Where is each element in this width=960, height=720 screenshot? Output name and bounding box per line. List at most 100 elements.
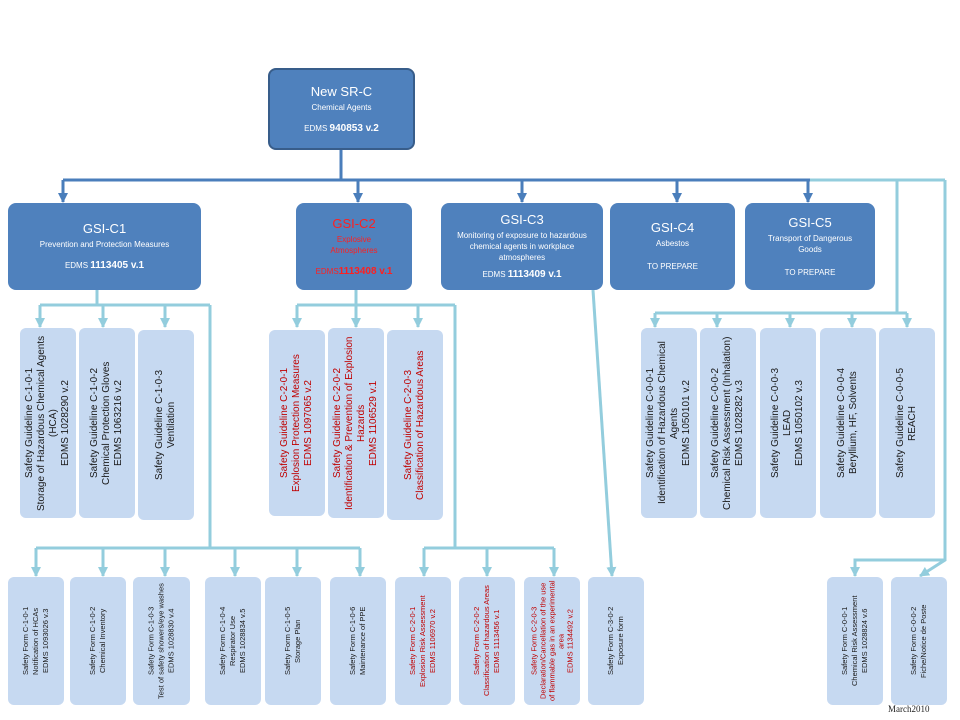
gsi-desc: Asbestos	[656, 239, 689, 248]
guideline-edms: EDMS 1063216 v.2	[113, 380, 124, 466]
gsi-c3-node: GSI-C3 Monitoring of exposure to hazardo…	[441, 203, 603, 290]
edms-label: EDMS	[304, 123, 330, 133]
form-edms: EDMS 1028834 v.5	[238, 608, 247, 674]
form-c-2-0-2: Safety Form C-2-0-2 Classification of ha…	[459, 577, 515, 705]
guideline-edms: EDMS 1097065 v.2	[303, 380, 314, 466]
gsi-desc: Transport of Dangerous Goods	[767, 233, 853, 254]
edms-value: 1113408 v.1	[338, 265, 393, 277]
guideline-c-0-0-1: Safety Guideline C-0-0-1 Identification …	[641, 328, 697, 518]
guideline-name: Classification of Hazardous Areas	[415, 350, 426, 500]
form-edms: EDMS 1113456 v.1	[492, 609, 501, 673]
guideline-c-0-0-5: Safety Guideline C-0-0-5 REACH	[879, 328, 935, 518]
gsi-status: TO PREPARE	[784, 267, 836, 277]
guideline-name: Chemical Protection Gloves	[101, 361, 112, 485]
gsi-desc: Explosive Atmospheres	[330, 234, 378, 255]
gsi-desc: Monitoring of exposure to hazardous chem…	[457, 231, 587, 262]
form-c-1-0-2: Safety Form C-1-0-2 Chemical Inventory	[70, 577, 126, 705]
gsi-status: TO PREPARE	[647, 262, 698, 271]
form-id: Safety Form C-1-0-5	[283, 606, 292, 676]
form-c-3-0-2: Safety Form C-3-0-2 Exposure form	[588, 577, 644, 705]
guideline-name: Beryllium, HF, Solvents	[848, 371, 859, 475]
form-id: Safety Form C-1-0-2	[88, 606, 97, 676]
guideline-c-1-0-3: Safety Guideline C-1-0-3 Ventilation	[138, 330, 194, 520]
guideline-name: Storage of Hazardous Chemical Agents (HC…	[36, 335, 59, 511]
form-id: Safety Form C-3-0-2	[606, 606, 615, 676]
guideline-edms: EDMS 1106529 v.1	[368, 380, 379, 466]
root-title: New SR-C	[310, 83, 373, 99]
gsi-edms: EDMS 1113409 v.1	[482, 269, 561, 281]
form-id: Safety Form C-2-0-2	[472, 606, 481, 676]
form-edms: EDMS 1093026 v.3	[41, 608, 50, 674]
guideline-c-2-0-1: Safety Guideline C-2-0-1 Explosion Prote…	[269, 330, 325, 516]
form-c-1-0-6: Safety Form C-1-0-6 Maintenance of PPE	[330, 577, 386, 705]
root-node-new-sr-c: New SR-C Chemical Agents EDMS 940853 v.2	[268, 68, 415, 150]
form-name: Notification of HCAs	[31, 607, 40, 675]
form-name: Exposure form	[616, 616, 625, 666]
form-name: Chemical Inventory	[98, 608, 107, 674]
guideline-id: Safety Guideline C-0-0-2	[710, 367, 721, 479]
edms-value: 1113409 v.1	[507, 269, 562, 280]
guideline-id: Safety Guideline C-0-0-3	[770, 367, 781, 479]
guideline-name: Identification & Prevention of Explosion…	[344, 336, 367, 510]
guideline-id: Safety Guideline C-0-0-1	[645, 367, 656, 479]
connector-arrow	[850, 558, 945, 577]
guideline-c-2-0-2: Safety Guideline C-2-0-2 Identification …	[328, 328, 384, 518]
gsi-title: GSI-C4	[650, 220, 695, 235]
guideline-c-0-0-2: Safety Guideline C-0-0-2 Chemical Risk A…	[700, 328, 756, 518]
form-c-2-0-3: Safety Form C-2-0-3 Declaration/Cancella…	[524, 577, 580, 705]
form-c-1-0-3: Safety Form C-1-0-3 Test of safety showe…	[133, 577, 190, 705]
guideline-id: Safety Guideline C-0-0-5	[895, 367, 906, 479]
guideline-edms: EDMS 1028290 v.2	[60, 380, 71, 466]
guideline-c-0-0-3: Safety Guideline C-0-0-3 LEAD EDMS 10501…	[760, 328, 816, 518]
gsi-title: GSI-C5	[788, 214, 832, 230]
form-edms: EDMS 1028824 v.6	[860, 608, 869, 674]
form-id: Safety Form C-1-0-4	[218, 606, 227, 676]
edms-label: EDMS	[315, 266, 339, 276]
form-name: Fiche/Notice de Poste	[919, 604, 928, 678]
form-name: Chemical Risk Assessment	[850, 595, 859, 687]
form-c-0-0-2: Safety Form C-0-0-2 Fiche/Notice de Post…	[891, 577, 947, 705]
guideline-name: Chemical Risk Assessment (Inhalation)	[722, 336, 733, 510]
guideline-edms: EDMS 1050102 v.3	[794, 380, 805, 466]
root-edms: EDMS 940853 v.2	[304, 123, 379, 135]
guideline-id: Safety Guideline C-1-0-3	[154, 369, 165, 481]
form-id: Safety Form C-1-0-1	[21, 606, 30, 676]
form-edms: EDMS 1134492 v.2	[565, 609, 575, 673]
guideline-name: Explosion Protection Measures	[291, 354, 302, 492]
guideline-c-1-0-2: Safety Guideline C-1-0-2 Chemical Protec…	[79, 328, 135, 518]
guideline-name: REACH	[907, 405, 918, 441]
guideline-edms: EDMS 1028282 v.3	[734, 380, 745, 466]
form-id: Safety Form C-0-0-2	[909, 606, 918, 676]
form-name: Maintenance of PPE	[358, 606, 367, 676]
form-name: Classification of hazardous Areas	[482, 585, 491, 697]
guideline-name: Ventilation	[166, 401, 177, 449]
gsi-desc: Prevention and Protection Measures	[39, 240, 170, 249]
form-c-0-0-1: Safety Form C-0-0-1 Chemical Risk Assess…	[827, 577, 883, 705]
form-name: Storage Plan	[293, 619, 302, 663]
footer-date: March2010	[888, 704, 930, 714]
form-id: Safety Form C-1-0-6	[348, 606, 357, 676]
guideline-c-0-0-4: Safety Guideline C-0-0-4 Beryllium, HF, …	[820, 328, 876, 518]
guideline-name: Identification of Hazardous Chemical Age…	[657, 341, 680, 505]
gsi-edms: EDMS1113408 v.1	[316, 266, 393, 278]
edms-value: 1113405 v.1	[90, 260, 145, 271]
guideline-id: Safety Guideline C-2-0-1	[279, 367, 290, 479]
form-name: Respirator Use	[228, 615, 237, 667]
form-c-2-0-1: Safety Form C-2-0-1 Explosion Risk Asses…	[395, 577, 451, 705]
gsi-c5-node: GSI-C5 Transport of Dangerous Goods TO P…	[745, 203, 875, 290]
gsi-c4-node: GSI-C4 Asbestos TO PREPARE	[610, 203, 735, 290]
edms-label: EDMS	[482, 270, 508, 279]
guideline-name: LEAD	[782, 409, 793, 437]
root-subtitle: Chemical Agents	[311, 102, 372, 112]
form-c-1-0-1: Safety Form C-1-0-1 Notification of HCAs…	[8, 577, 64, 705]
form-c-1-0-4: Safety Form C-1-0-4 Respirator Use EDMS …	[205, 577, 261, 705]
gsi-edms: EDMS 1113405 v.1	[65, 260, 144, 272]
form-id: Safety Form C-0-0-1	[840, 606, 849, 676]
gsi-c2-node: GSI-C2 Explosive Atmospheres EDMS1113408…	[296, 203, 412, 290]
form-id: Safety Form C-2-0-1	[408, 606, 417, 676]
form-c-1-0-5: Safety Form C-1-0-5 Storage Plan	[265, 577, 321, 705]
guideline-id: Safety Guideline C-0-0-4	[836, 367, 847, 479]
gsi-title: GSI-C3	[500, 212, 544, 227]
guideline-id: Safety Guideline C-2-0-3	[403, 369, 414, 481]
form-name: Explosion Risk Assessment	[418, 595, 427, 687]
